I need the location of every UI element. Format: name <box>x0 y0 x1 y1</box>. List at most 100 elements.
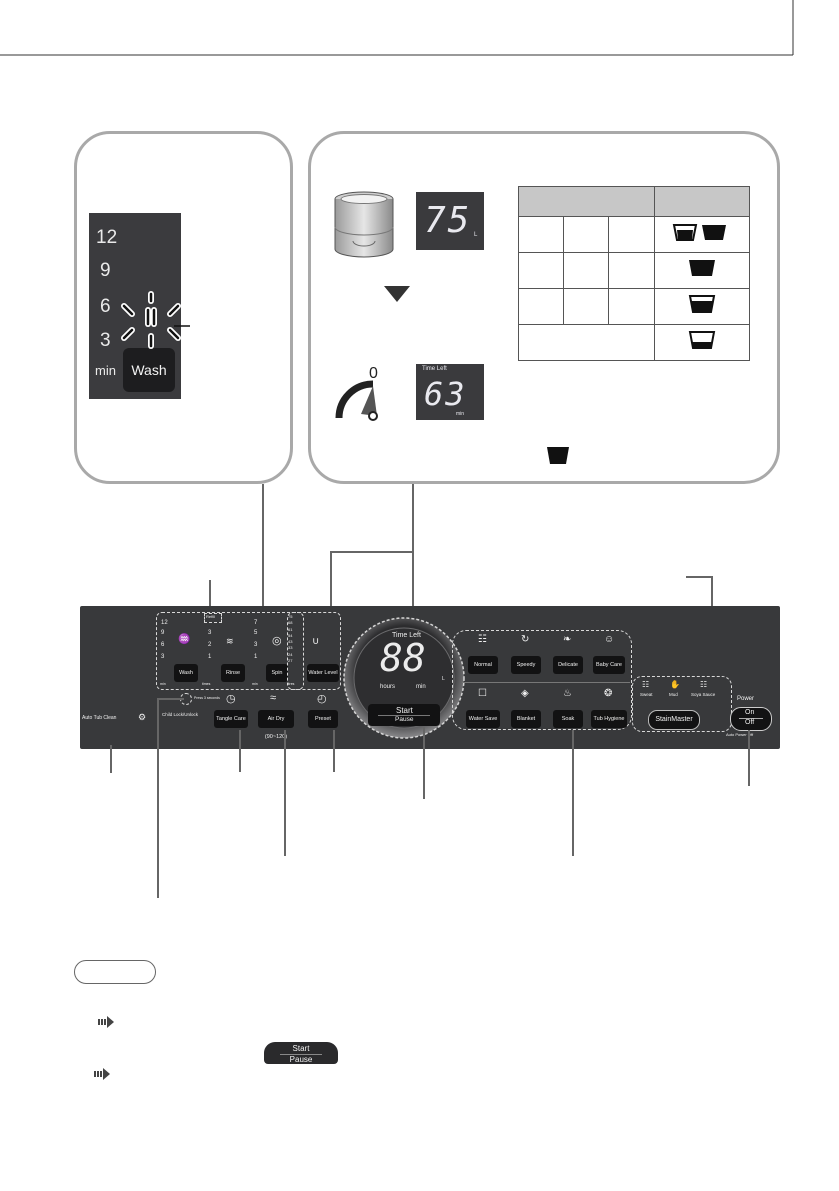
baby-care-button[interactable]: Baby Care <box>593 656 625 674</box>
tangle-care-button[interactable]: Tangle Care <box>214 710 248 728</box>
tub-clean-icon: ⚙ <box>138 712 147 722</box>
center-unit: L <box>442 676 445 682</box>
two-cup-icon <box>672 224 726 241</box>
blanket-icon: ◈ <box>521 688 529 699</box>
start-pause-button[interactable]: Start Pause <box>368 704 440 726</box>
pointer-line <box>423 727 425 799</box>
sweat-label: Sweat <box>640 692 653 697</box>
stainmaster-button[interactable]: StainMaster <box>648 710 700 730</box>
center-hours: hours <box>380 684 396 690</box>
refill-box <box>204 613 222 623</box>
soak-button[interactable]: Soak <box>553 710 583 728</box>
water-level-unit-label: litres <box>287 682 295 686</box>
timer-dial-icon: 0 <box>335 365 378 421</box>
water-level-button[interactable]: Water Level <box>307 664 339 682</box>
pointer-line <box>110 745 112 773</box>
spin-icon: ◎ <box>272 635 282 647</box>
tub-hygiene-button[interactable]: Tub Hygiene <box>591 710 627 728</box>
mud-label: Mud <box>669 692 678 697</box>
refill-label: Refill <box>206 614 215 619</box>
half-cup-icon <box>688 295 716 313</box>
connector <box>262 484 264 608</box>
water-level-value: 75 <box>424 200 472 241</box>
delicate-icon: ❧ <box>563 634 572 645</box>
wash-6: 6 <box>161 642 165 648</box>
start-pause-pill: Start Pause <box>264 1042 338 1064</box>
soak-icon: ♨ <box>563 688 572 699</box>
wl-75: 75 <box>288 614 293 619</box>
auto-tub-clean-label: Auto Tub Clean <box>82 715 117 721</box>
connector <box>330 551 332 609</box>
rinse-button[interactable]: Rinse <box>221 664 245 682</box>
spin-7: 7 <box>254 620 258 626</box>
tangle-care-icon: ◷ <box>226 693 236 705</box>
pointer-line <box>157 698 184 700</box>
pointer-line <box>572 730 574 856</box>
rinse-3: 3 <box>208 630 212 636</box>
spin-3: 3 <box>254 642 258 648</box>
water-save-button[interactable]: Water Save <box>466 710 500 728</box>
soya-label: Soya Sauce <box>691 692 716 697</box>
connector <box>686 576 712 578</box>
panel-wash-button[interactable]: Wash <box>174 664 198 682</box>
wl-43: 43 <box>288 639 293 645</box>
tub-hygiene-icon: ❂ <box>604 688 613 699</box>
top-rule <box>0 0 794 56</box>
wash-3: 3 <box>161 654 165 660</box>
blanket-button[interactable]: Blanket <box>511 710 541 728</box>
water-level-unit: L <box>474 232 478 238</box>
spin-1: 1 <box>254 654 258 660</box>
spin-5: 5 <box>254 630 258 636</box>
power-on: On <box>745 709 755 716</box>
dial-zero-mark: 0 <box>369 365 378 382</box>
speedy-icon: ↻ <box>521 634 530 645</box>
speedy-button[interactable]: Speedy <box>511 656 541 674</box>
wash-9: 9 <box>161 630 165 636</box>
normal-button[interactable]: Normal <box>468 656 498 674</box>
water-level-display: 75 L <box>416 192 484 250</box>
down-arrow-icon <box>384 286 410 302</box>
pointer-line <box>284 730 286 856</box>
mud-icon: ✋ <box>670 680 680 689</box>
note-arrow-icon <box>98 1016 114 1028</box>
sweat-icon: ☷ <box>642 680 650 689</box>
power-button[interactable]: On Off <box>730 707 772 731</box>
wl-33: 33 <box>288 645 293 651</box>
air-dry-button[interactable]: Air Dry (90~120) <box>258 710 294 740</box>
baby-care-icon: ☺ <box>604 634 615 645</box>
wash-button[interactable]: Wash <box>123 348 175 392</box>
wl-68: 68 <box>288 620 293 626</box>
tub-icon <box>334 191 394 258</box>
note-arrow-icon <box>94 1068 110 1080</box>
center-time-left: Time Left <box>392 632 421 639</box>
preset-button[interactable]: Preset <box>308 710 338 728</box>
connector <box>330 551 413 553</box>
time-left-label: Time Left <box>422 366 447 372</box>
wash-unit: min <box>160 682 166 686</box>
soya-icon: ☷ <box>700 680 708 689</box>
led-level-9: 9 <box>100 260 111 281</box>
stain-group <box>632 676 732 732</box>
start-pill-line2: Pause <box>280 1054 322 1064</box>
wl-24: 24 <box>288 651 293 657</box>
control-panel: Refill 12 9 6 3 min ♒ Wash 3 2 1 times ≋… <box>80 606 780 749</box>
start-label: Start <box>396 706 413 715</box>
center-digits: 88 <box>380 636 426 680</box>
spin-button[interactable]: Spin <box>266 664 288 682</box>
power-label: Power <box>737 696 755 702</box>
spin-unit: min <box>252 682 258 686</box>
preset-icon: ◴ <box>317 693 327 705</box>
pointer-line <box>333 730 335 772</box>
program-group <box>452 630 632 730</box>
time-left-display: Time Left 63 min <box>416 364 484 420</box>
pointer-line <box>239 730 241 772</box>
led-level-6: 6 <box>100 296 111 317</box>
blinking-indicator-icon <box>121 291 190 349</box>
cup-icon <box>547 447 569 464</box>
rinse-unit: times <box>202 682 211 686</box>
time-left-unit: min <box>456 411 465 417</box>
connector <box>209 580 211 608</box>
delicate-button[interactable]: Delicate <box>553 656 583 674</box>
rinse-1: 1 <box>208 654 212 660</box>
water-level-icon: ∪ <box>312 636 320 647</box>
